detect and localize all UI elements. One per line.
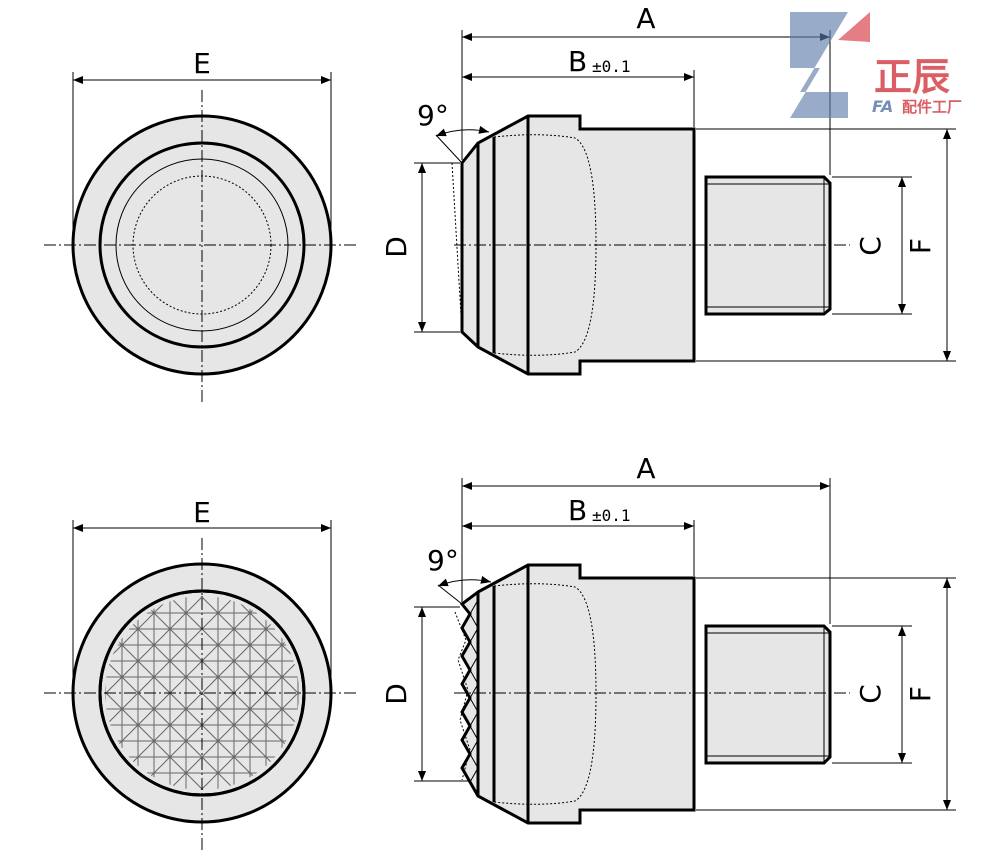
- dimension-tolerance-b: ±0.1: [592, 506, 631, 525]
- logo-name: 正辰: [874, 55, 950, 99]
- side-view-smooth: A B ±0.1 9° D C F: [380, 2, 956, 376]
- logo-fa: FA: [872, 97, 893, 116]
- dimension-label-c: C: [854, 236, 887, 256]
- knurled-tip-variant: E A B: [44, 452, 956, 850]
- dimension-label-d: D: [380, 236, 413, 258]
- end-view-knurled: E: [44, 496, 358, 850]
- company-logo: 正辰 FA 配件工厂: [790, 12, 962, 118]
- smooth-tip-variant: E A B ±0.1: [44, 2, 956, 402]
- dimension-tolerance-b: ±0.1: [592, 57, 631, 76]
- angle-label: 9°: [417, 99, 449, 132]
- dimension-label-a: A: [636, 2, 655, 35]
- dimension-label-c: C: [854, 684, 887, 704]
- dimension-label-f: F: [904, 686, 937, 702]
- logo-mark: [790, 12, 848, 118]
- dimension-label-e: E: [193, 496, 211, 529]
- side-view-knurled: A B ±0.1 9° D C F: [380, 452, 956, 825]
- dimension-label-b: B: [568, 45, 587, 78]
- end-view-smooth: E: [44, 47, 358, 402]
- angle-label: 9°: [427, 544, 459, 577]
- dimension-label-a: A: [636, 452, 655, 485]
- dimension-label-e: E: [193, 47, 211, 80]
- dimension-label-b: B: [568, 494, 587, 527]
- logo-subtitle: 配件工厂: [902, 98, 962, 116]
- dimension-label-d: D: [380, 683, 413, 705]
- dimension-label-f: F: [904, 238, 937, 254]
